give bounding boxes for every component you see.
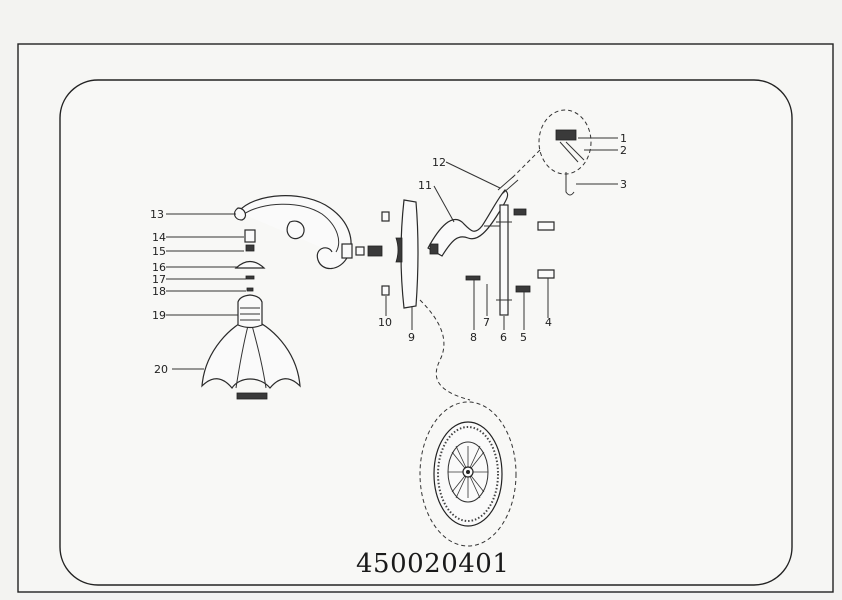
label-11: 11 (418, 179, 432, 192)
part-base-plate-detail (419, 401, 517, 547)
label-6: 6 (500, 331, 507, 344)
label-1: 1 (620, 132, 627, 145)
label-3: 3 (620, 178, 627, 191)
part-socket (237, 294, 263, 329)
label-8: 8 (470, 331, 477, 344)
part-16 (234, 260, 266, 269)
part-18 (246, 287, 254, 292)
part-small-stack (234, 229, 266, 292)
label-20: 20 (154, 363, 168, 376)
part-decorative-arm (233, 195, 353, 270)
model-code: 450020401 (356, 549, 509, 579)
part-17 (245, 275, 255, 280)
label-2: 2 (620, 144, 627, 157)
label-15: 15 (152, 245, 166, 258)
part-15 (245, 244, 255, 252)
leader-lines (166, 137, 618, 370)
part-mounting-bracket (465, 204, 555, 316)
label-16: 16 (152, 261, 166, 274)
part-wire-detail (511, 109, 592, 196)
inner-frame (59, 79, 793, 586)
part-14 (244, 229, 256, 243)
label-17: 17 (152, 273, 166, 286)
part-labels: 1 2 3 4 5 6 7 8 9 10 11 12 13 14 15 16 1… (150, 132, 627, 376)
label-10: 10 (378, 316, 392, 329)
label-18: 18 (152, 285, 166, 298)
label-5: 5 (520, 331, 527, 344)
part-wall-plate (395, 199, 419, 309)
part-curved-arm (427, 175, 519, 257)
label-13: 13 (150, 208, 164, 221)
part-connector-hardware (355, 211, 390, 296)
label-12: 12 (432, 156, 446, 169)
label-7: 7 (483, 316, 490, 329)
label-14: 14 (152, 231, 166, 244)
label-9: 9 (408, 331, 415, 344)
dashed-link (419, 299, 471, 401)
label-4: 4 (545, 316, 552, 329)
label-19: 19 (152, 309, 166, 322)
